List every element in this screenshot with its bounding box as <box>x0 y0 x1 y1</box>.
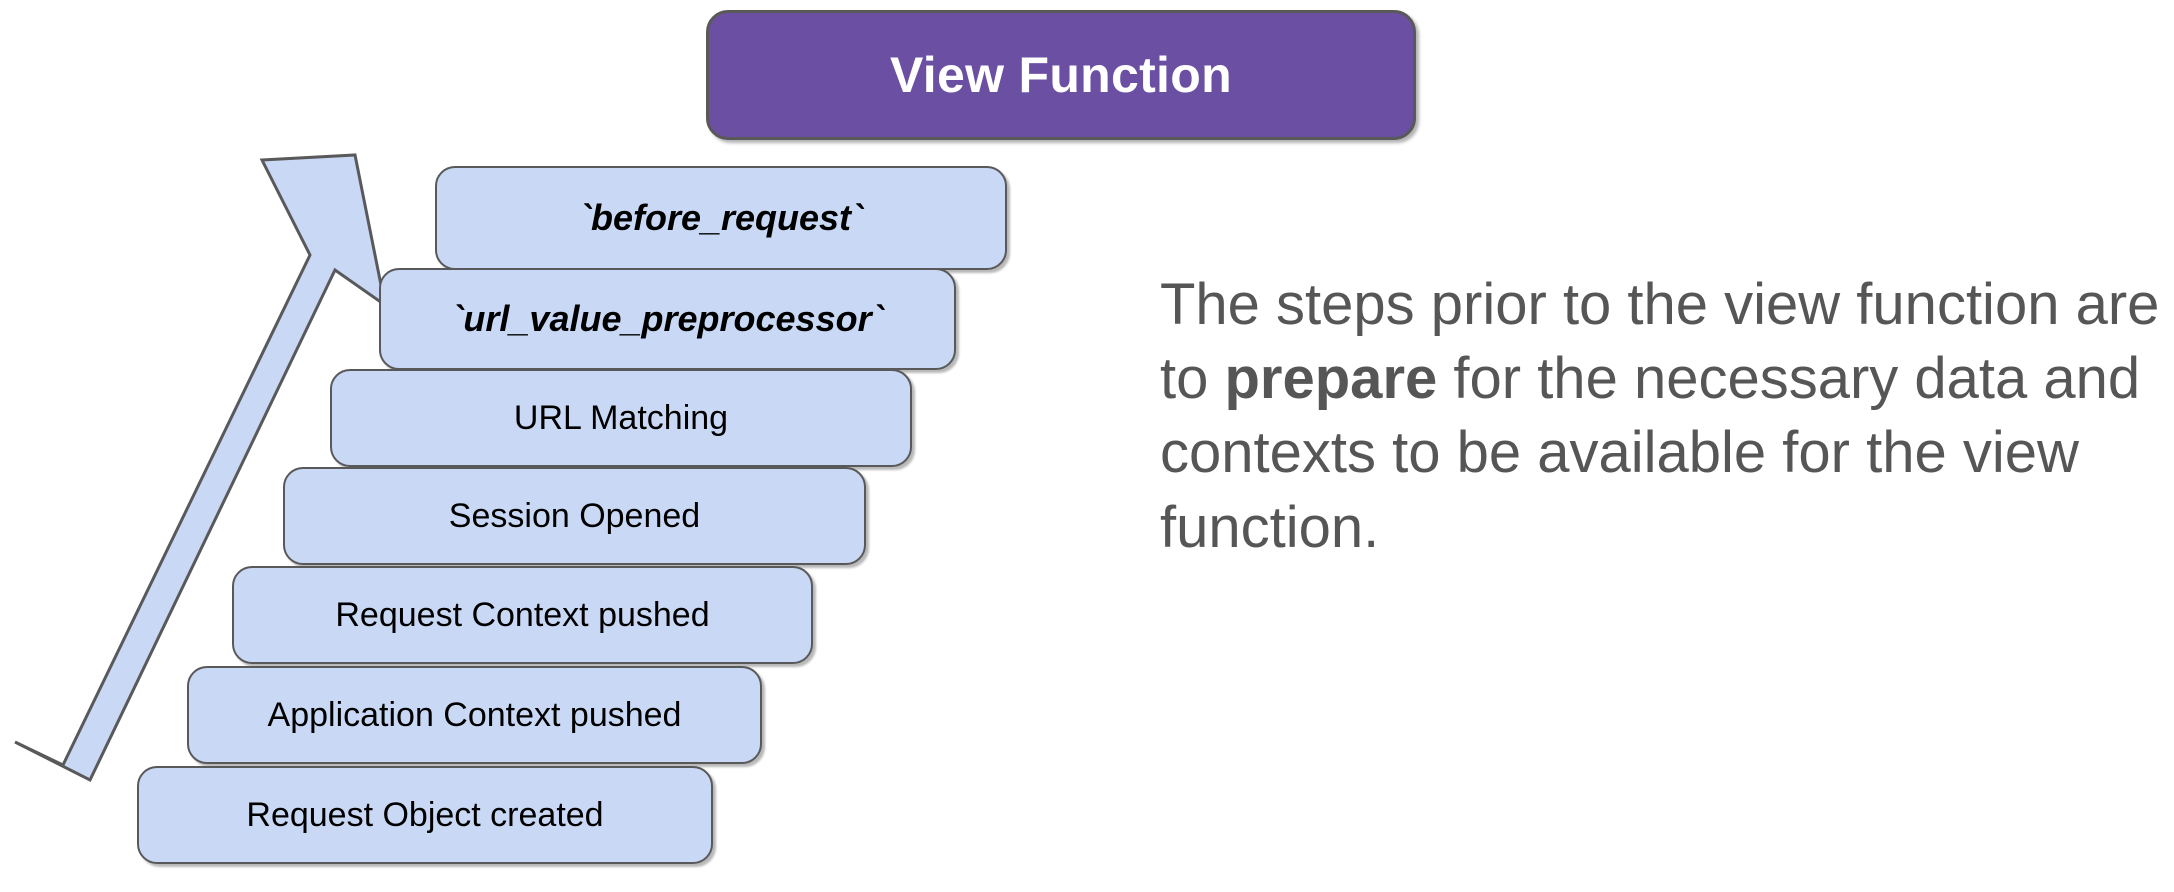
step-label: Session Opened <box>448 496 701 535</box>
step-label: Application Context pushed <box>267 695 682 734</box>
step-box-request-context-pushed: Request Context pushed <box>232 566 813 664</box>
step-box-application-context-pushed: Application Context pushed <box>187 666 762 764</box>
description-part-1: The steps prior to the view function are… <box>1160 272 2160 412</box>
step-box-before-request: `before_request` <box>435 166 1007 270</box>
step-label: `url_value_preprocessor` <box>451 298 884 339</box>
description-part-2: for the necessary data and contexts to b… <box>1160 346 2141 560</box>
step-label: URL Matching <box>513 398 729 437</box>
view-function-box: View Function <box>706 10 1416 140</box>
step-box-request-object-created: Request Object created <box>137 766 713 864</box>
description-emphasis: prepare <box>1224 346 1438 412</box>
step-box-url-matching: URL Matching <box>330 369 912 467</box>
step-label: `before_request` <box>578 197 864 238</box>
description-text: The steps prior to the view function are… <box>1160 268 2160 565</box>
step-label: Request Context pushed <box>335 595 710 634</box>
view-function-label: View Function <box>890 47 1232 103</box>
step-label: Request Object created <box>246 795 604 834</box>
step-box-session-opened: Session Opened <box>283 467 866 565</box>
step-box-url-value-preprocessor: `url_value_preprocessor` <box>379 268 956 370</box>
